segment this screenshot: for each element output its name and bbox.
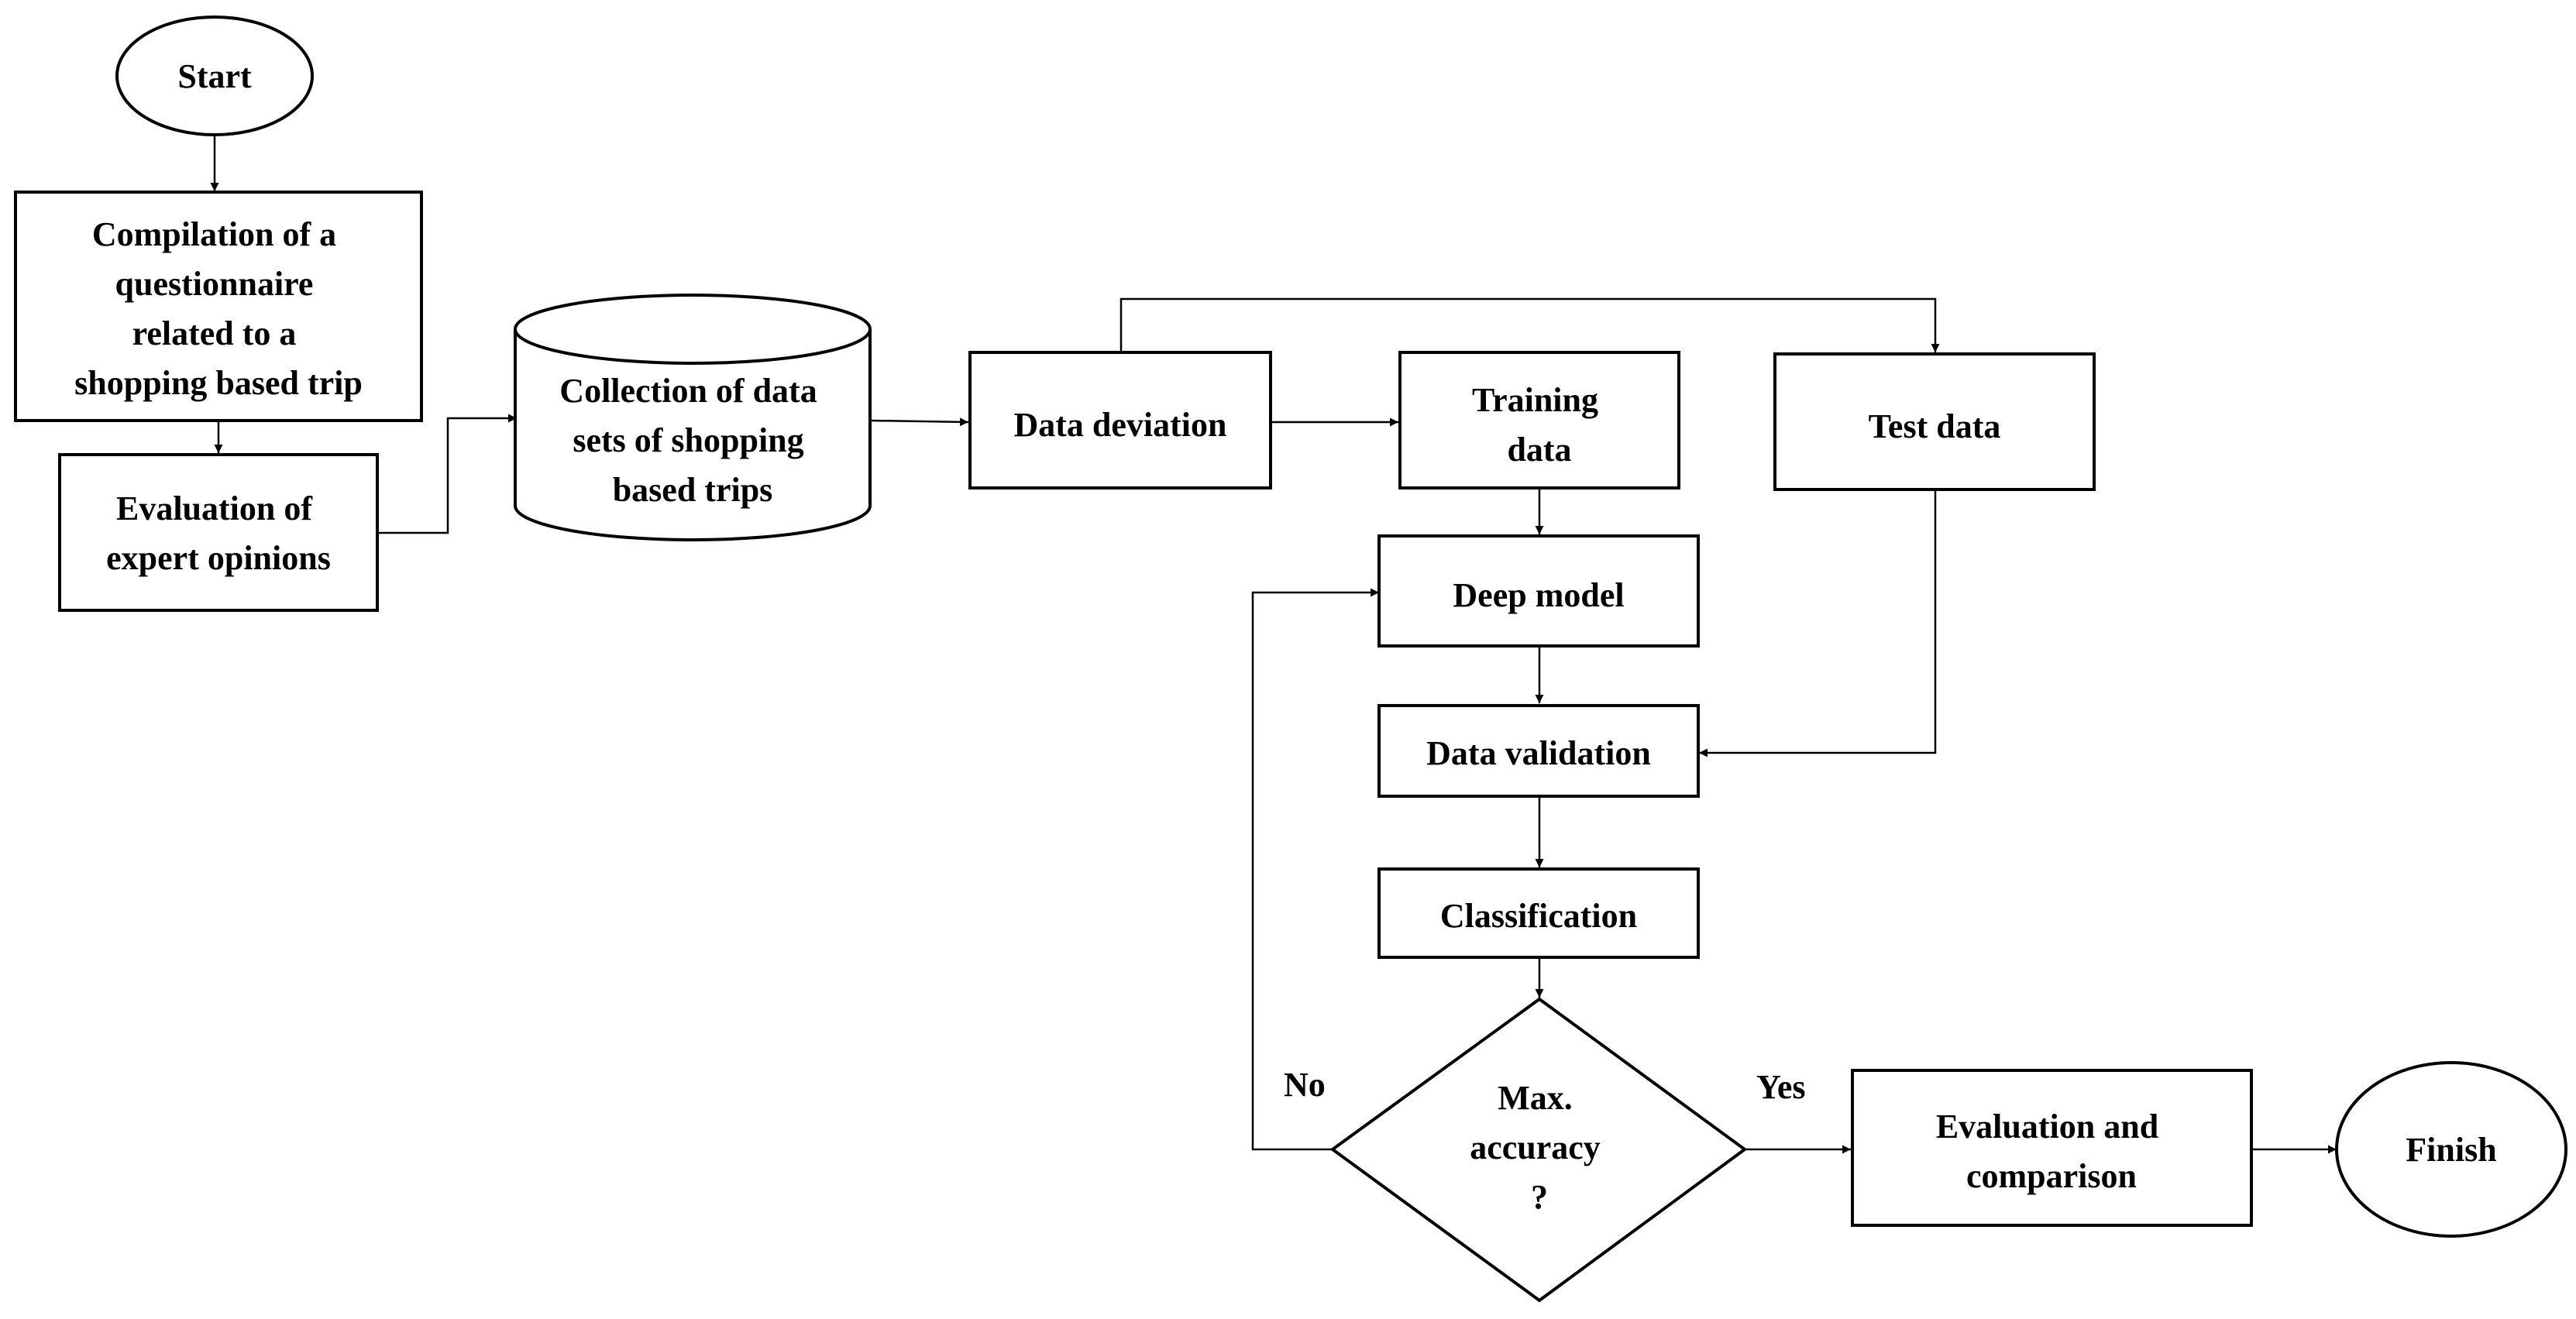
- edge-decision-no-loop: [1251, 588, 1379, 1151]
- classification-label: Classification: [1440, 897, 1637, 935]
- test-data-node: Test data: [1773, 352, 2096, 491]
- deep-model-node: Deep model: [1377, 534, 1700, 647]
- edge-collection-to-deviation: [870, 417, 969, 427]
- evaluation-comparison-node: Evaluation and comparison: [1851, 1069, 2253, 1227]
- evaluation-comparison-label-line-1: Evaluation and: [1936, 1108, 2158, 1146]
- svg-text:Training data: Training data: [1472, 381, 1607, 469]
- svg-text:Deep model: Deep model: [1453, 576, 1624, 614]
- evaluation-expert-label-line-1: Evaluation of: [116, 489, 313, 527]
- collection-label-line-3: based trips: [613, 471, 773, 509]
- svg-text:Collection of data sets: Collection of data sets of shopping base…: [559, 372, 825, 509]
- start-label: Start: [177, 57, 252, 95]
- svg-text:Start: Start: [177, 57, 252, 95]
- compilation-label-line-4: shopping based trip: [74, 364, 363, 402]
- data-validation-label: Data validation: [1426, 734, 1651, 772]
- edge-test-to-validation: [1699, 489, 1937, 757]
- collection-database-node: Collection of data sets of shopping base…: [514, 294, 872, 541]
- compilation-label-line-3: related to a: [132, 314, 297, 352]
- evaluation-expert-node: Evaluation of expert opinions: [58, 453, 379, 612]
- compilation-node: Compilation of a questionnaire related t…: [14, 191, 423, 422]
- finish-node: Finish: [2335, 1061, 2567, 1238]
- edge-evaluation-to-collection: [378, 414, 517, 534]
- classification-node: Classification: [1377, 867, 1700, 959]
- training-data-label-line-2: data: [1507, 431, 1571, 469]
- yes-edge-label: Yes: [1756, 1068, 1806, 1106]
- data-deviation-label: Data deviation: [1014, 406, 1227, 444]
- data-deviation-node: Data deviation: [968, 351, 1272, 489]
- edge-deviation-to-test: [1119, 297, 1940, 352]
- svg-text:Compilation of a questio: Compilation of a questionnaire related t…: [74, 215, 363, 402]
- svg-text:Data validation: Data validation: [1426, 734, 1651, 772]
- svg-text:Test data: Test data: [1869, 407, 2001, 445]
- training-data-node: Training data: [1398, 351, 1680, 489]
- evaluation-comparison-label-line-2: comparison: [1966, 1157, 2137, 1195]
- max-accuracy-label-line-3: ?: [1531, 1178, 1548, 1216]
- start-node: Start: [115, 15, 314, 136]
- svg-text:Evaluation of expert opi: Evaluation of expert opinions: [106, 489, 331, 577]
- svg-text:Classification: Classification: [1440, 897, 1637, 935]
- test-data-label: Test data: [1869, 407, 2001, 445]
- max-accuracy-decision-node: Max. accuracy ?: [1329, 997, 1748, 1303]
- max-accuracy-label-line-1: Max.: [1498, 1079, 1573, 1117]
- svg-text:Evaluation and compariso: Evaluation and comparison: [1936, 1108, 2167, 1195]
- collection-label-line-2: sets of shopping: [573, 421, 803, 459]
- compilation-label-line-2: questionnaire: [115, 265, 314, 303]
- compilation-label-line-1: Compilation of a: [92, 215, 336, 253]
- training-data-label-line-1: Training: [1472, 381, 1598, 419]
- max-accuracy-label-line-2: accuracy: [1470, 1128, 1601, 1166]
- no-edge-label: No: [1284, 1066, 1326, 1104]
- svg-text:Max. accuracy ?: Max. accuracy ?: [1470, 1079, 1609, 1216]
- connectors: [210, 135, 2337, 1154]
- svg-text:Data deviation: Data deviation: [1014, 406, 1227, 444]
- finish-label: Finish: [2406, 1131, 2496, 1169]
- collection-label-line-1: Collection of data: [559, 372, 817, 410]
- svg-text:Finish: Finish: [2406, 1131, 2496, 1169]
- data-validation-node: Data validation: [1377, 704, 1700, 798]
- evaluation-expert-label-line-2: expert opinions: [106, 539, 331, 577]
- deep-model-label: Deep model: [1453, 576, 1624, 614]
